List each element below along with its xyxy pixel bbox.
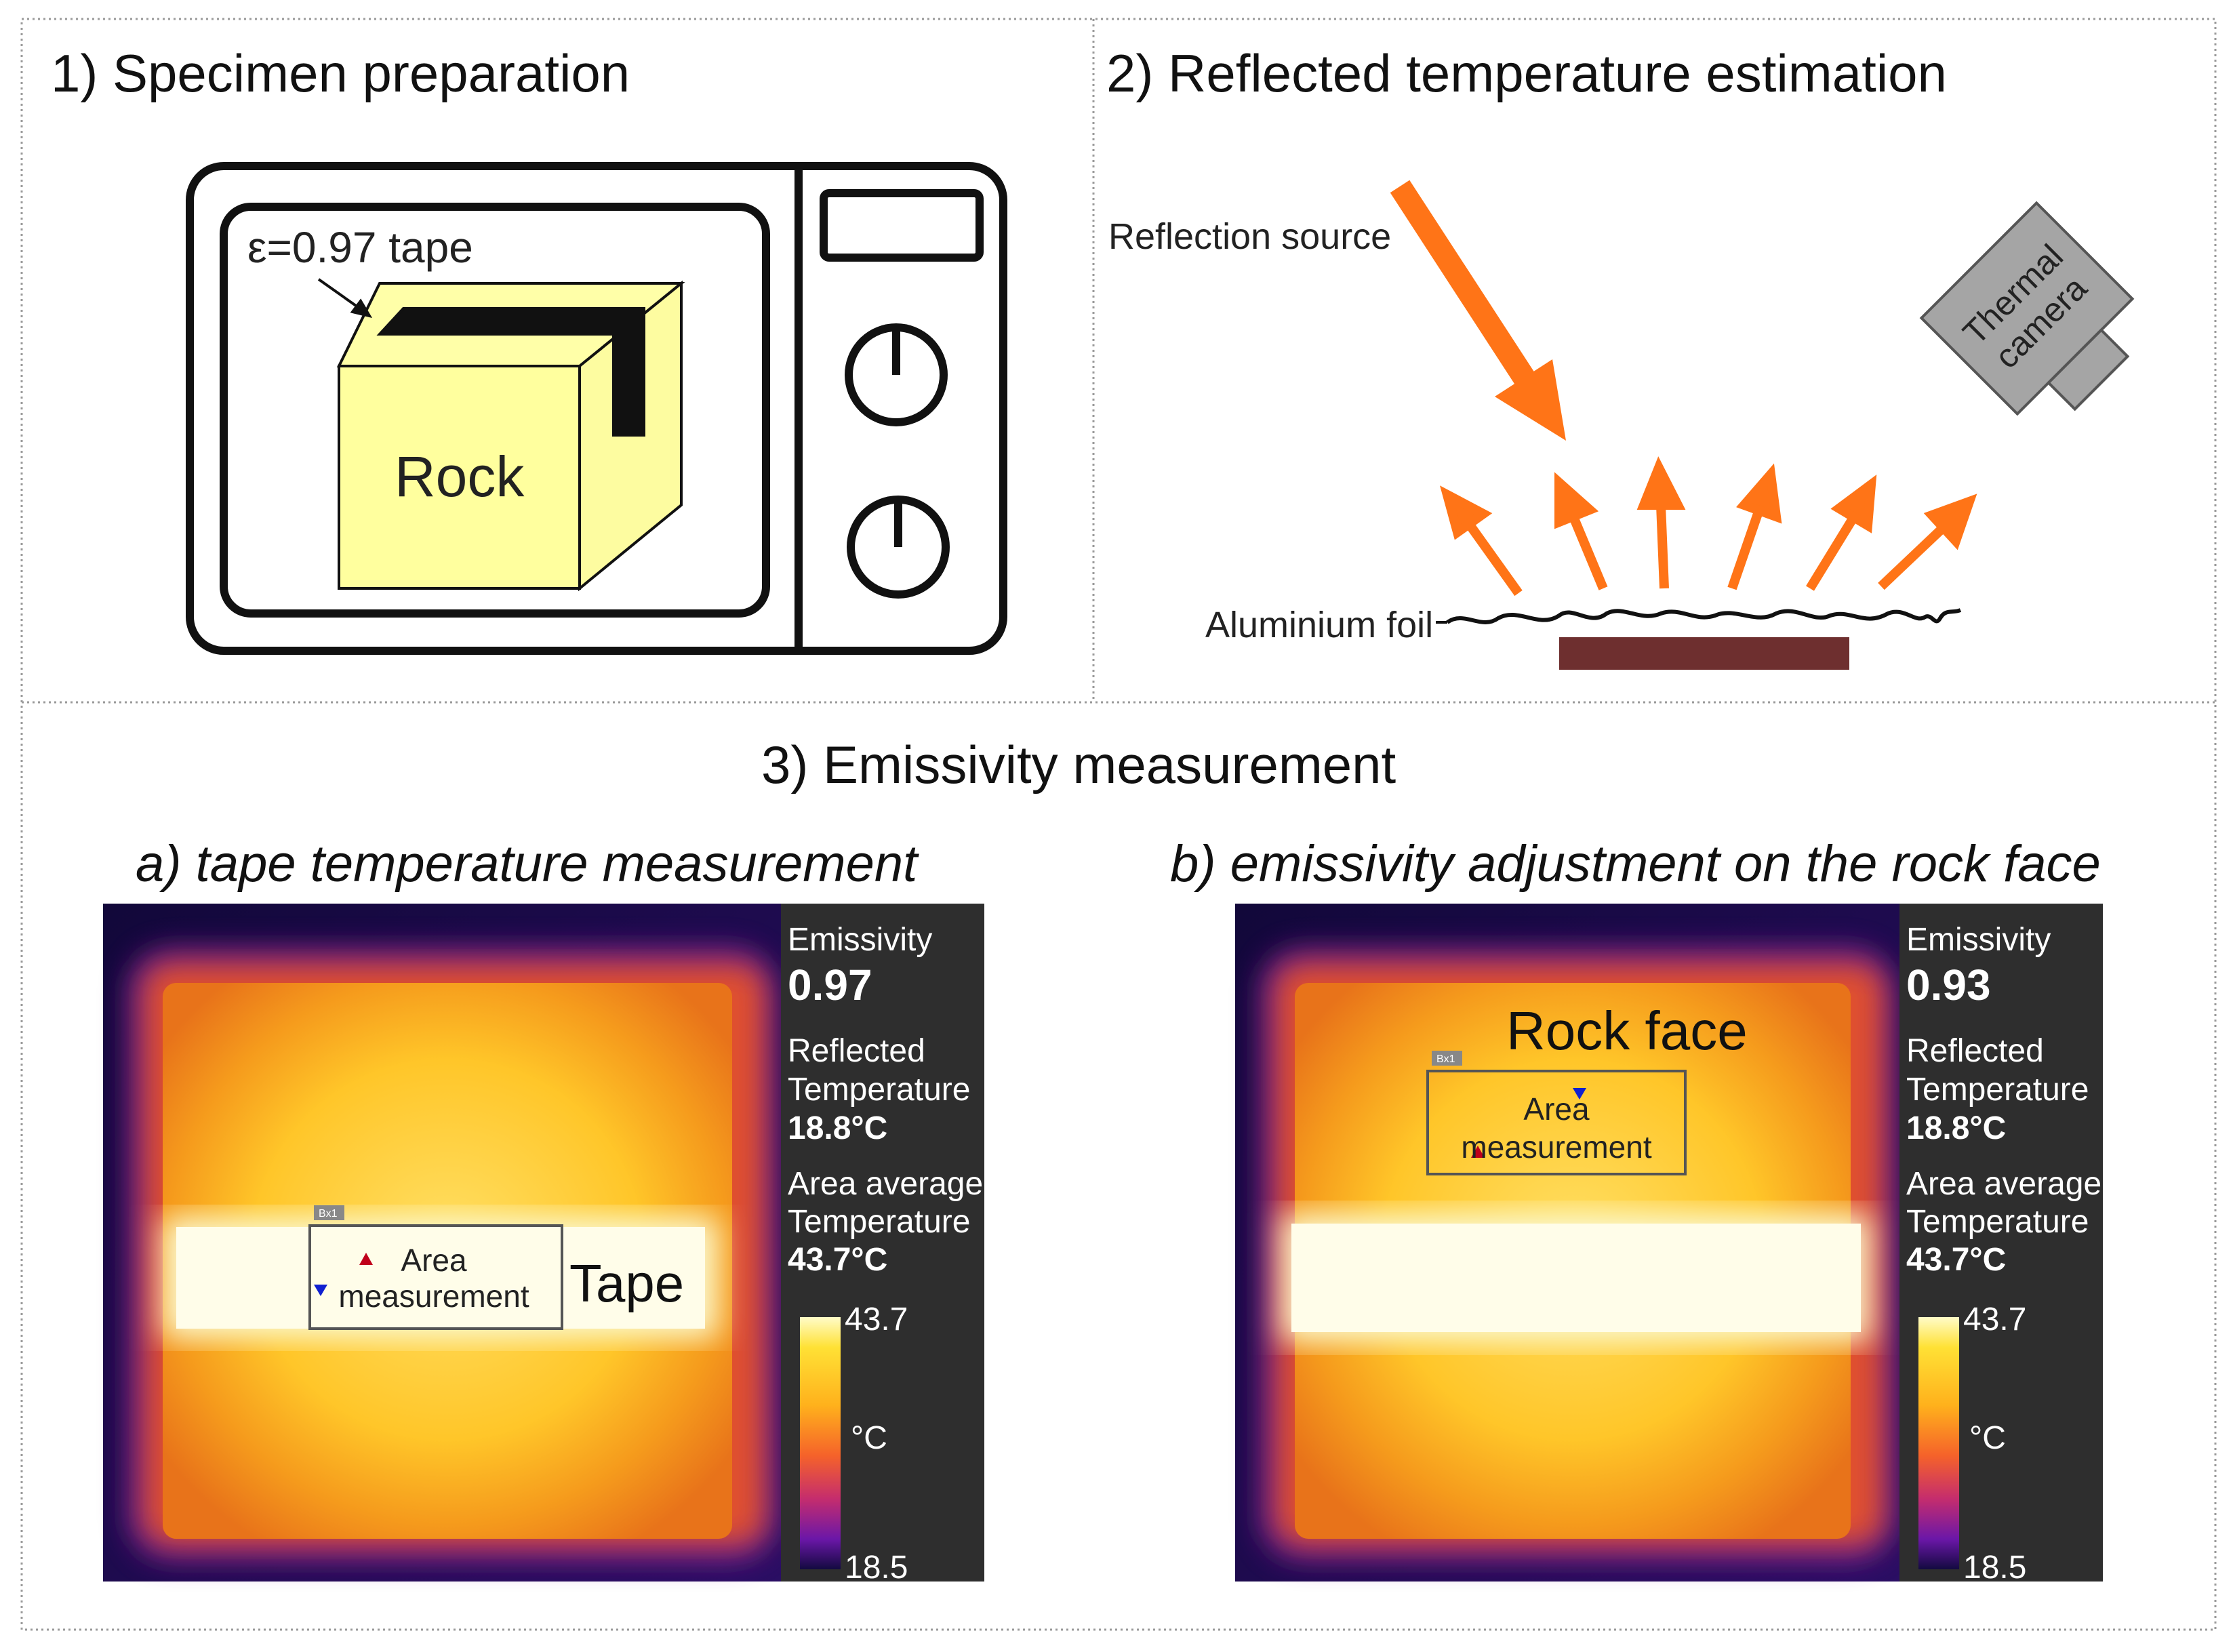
foil-label: Aluminium foil <box>1205 605 1433 645</box>
area-label-b-1: Area average <box>1906 1166 2101 1202</box>
emissivity-value-b: 0.93 <box>1906 961 1991 1009</box>
panel-borders <box>20 18 2217 1631</box>
panel-specimen-preparation: 1) Specimen preparation Rock ε=0.97 tape <box>51 43 1007 655</box>
emissivity-value-a: 0.97 <box>788 961 872 1009</box>
scale-min-a: 18.5 <box>845 1550 908 1586</box>
scale-unit-a: °C <box>851 1420 887 1456</box>
emissivity-label-a: Emissivity <box>788 922 932 958</box>
aluminium-foil <box>1446 608 1962 624</box>
max-marker-a <box>359 1253 373 1265</box>
reflected-rays <box>1440 456 1977 597</box>
measurement-box-b[interactable] <box>1426 1070 1687 1175</box>
box-tag-b-text: Bx1 <box>1436 1053 1455 1065</box>
microwave-oven <box>186 162 1007 655</box>
area-label-a-1: Area average <box>788 1166 983 1202</box>
area-label-b-2: Temperature <box>1906 1204 2089 1240</box>
thermal-camera: Thermal camera <box>1919 201 2135 416</box>
box-tag-a <box>314 1205 344 1220</box>
panel2-title: 2) Reflected temperature estimation <box>1106 43 1947 103</box>
measurement-box-a[interactable] <box>308 1224 563 1330</box>
scale-max-a: 43.7 <box>845 1302 908 1337</box>
tape-pointer-arrow <box>317 278 373 319</box>
box-tag-b <box>1432 1051 1462 1066</box>
subpanel-a-title: a) tape temperature measurement <box>136 835 919 893</box>
specimen-under-foil <box>1559 637 1849 670</box>
reflection-source-arrow <box>1390 180 1566 441</box>
rock-cube <box>336 280 685 592</box>
subpanel-tape-temperature: a) tape temperature measurement Bx1 Area… <box>103 835 984 1586</box>
reflected-value-b: 18.8°C <box>1906 1110 2006 1146</box>
reflected-label-b-1: Reflected <box>1906 1033 2044 1069</box>
reflected-label-a-2: Temperature <box>788 1072 970 1108</box>
min-marker-b <box>1573 1088 1586 1100</box>
measure-a-line1: Area <box>401 1243 467 1278</box>
panel-emissivity-measurement: 3) Emissivity measurement a) tape temper… <box>103 735 2103 1586</box>
scale-unit-b: °C <box>1969 1420 2006 1456</box>
rock-face-annotation: Rock face <box>1506 1001 1748 1061</box>
reflected-value-a: 18.8°C <box>788 1110 887 1146</box>
panel1-title: 1) Specimen preparation <box>51 43 630 103</box>
color-scale-a <box>800 1317 841 1569</box>
min-marker-a <box>314 1285 327 1296</box>
box-tag-a-text: Bx1 <box>319 1208 338 1220</box>
reflection-source-label: Reflection source <box>1108 216 1391 257</box>
area-value-b: 43.7°C <box>1906 1242 2006 1278</box>
panel-reflected-temperature: 2) Reflected temperature estimation Refl… <box>1106 43 2135 670</box>
tape-annotation: Tape <box>569 1253 684 1313</box>
emissivity-label-b: Emissivity <box>1906 922 2051 958</box>
area-label-a-2: Temperature <box>788 1204 970 1240</box>
measure-b-line1: Area <box>1523 1091 1590 1127</box>
tape-strip <box>376 307 645 437</box>
reflected-label-a-1: Reflected <box>788 1033 925 1069</box>
measure-b-line2: measurement <box>1461 1129 1651 1165</box>
measure-a-line2: measurement <box>338 1278 529 1314</box>
max-marker-b <box>1471 1146 1485 1158</box>
scale-min-b: 18.5 <box>1963 1550 2026 1586</box>
area-value-a: 43.7°C <box>788 1242 887 1278</box>
color-scale-b <box>1918 1317 1959 1569</box>
reflected-label-b-2: Temperature <box>1906 1072 2089 1108</box>
subpanel-rock-face-emissivity: b) emissivity adjustment on the rock fac… <box>1170 835 2103 1586</box>
tape-label: ε=0.97 tape <box>247 223 473 272</box>
subpanel-b-title: b) emissivity adjustment on the rock fac… <box>1170 835 2101 893</box>
panel3-title: 3) Emissivity measurement <box>761 735 1396 794</box>
rock-label: Rock <box>395 445 525 508</box>
scale-max-b: 43.7 <box>1963 1302 2026 1337</box>
